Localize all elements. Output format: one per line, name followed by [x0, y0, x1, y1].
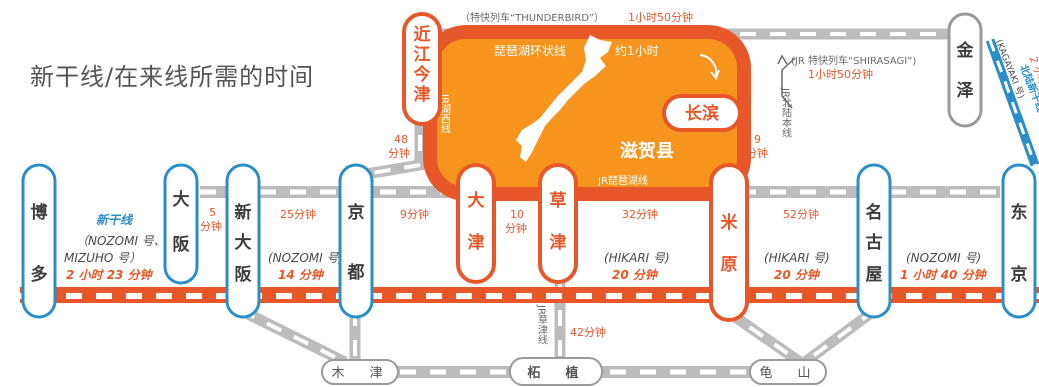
station-nagoya[interactable]: 名 古 屋 [856, 163, 892, 319]
station-omi-imazu-char-1: 近 [414, 24, 431, 45]
nagoya-tokyo-time: 1 小时 40 分钟 [900, 268, 988, 282]
hakata-segment-time: 2 小时 23 分钟 [66, 268, 154, 282]
osaka-time-2: 分钟 [200, 219, 222, 233]
lake-biwa-shape [516, 35, 612, 162]
loop-time-label: 约1小时 [615, 43, 659, 58]
station-otsu-char-2: 津 [468, 232, 485, 253]
hokuriku-line-label: JR北陆本线 [780, 87, 792, 138]
shirasagi-time: 1小时50分钟 [808, 67, 873, 81]
station-omi-imazu[interactable]: 近 江 今 津 [402, 12, 442, 126]
station-shin-osaka-char-2: 大 [235, 232, 252, 253]
station-nagoya-char-1: 名 [866, 202, 883, 223]
maibara-nagoya-time: 52分钟 [783, 207, 819, 221]
nagahama-maibara-time-1: 9 [754, 133, 761, 146]
shirasagi-name: (JR 特快列车“SHIRASAGI”) [791, 54, 916, 67]
kusatsu-maibara-time: 32分钟 [622, 207, 658, 221]
maibara-nagoya-shinkansen-time: 20 分钟 [774, 268, 821, 282]
maibara-nagoya-train: (HIKARI 号) [764, 251, 830, 265]
kyoto-otsu-time: 9分钟 [400, 207, 429, 221]
station-kameyama-label: 龟 山 [759, 366, 816, 381]
imazu-kyoto-time-1: 48 [394, 133, 408, 146]
station-kanazawa-char-1: 金 [956, 40, 975, 61]
station-omi-imazu-char-2: 江 [414, 45, 431, 65]
shinosaka-kyoto-time: 14 分钟 [278, 268, 325, 282]
station-kyoto[interactable]: 京 都 [338, 163, 374, 319]
kyoto-maibara-time: 20 分钟 [612, 268, 659, 282]
region-label: 滋贺县 [620, 140, 674, 162]
station-osaka-char-1: 大 [173, 189, 190, 210]
kusatsu-line-label: JR草津线 [536, 304, 548, 345]
station-nagoya-char-2: 古 [866, 232, 883, 253]
kusatsu-tsuge-time: 42分钟 [570, 325, 606, 339]
station-maibara[interactable]: 米 原 [709, 163, 749, 322]
station-otsu-char-1: 大 [468, 190, 485, 211]
station-osaka-char-2: 阪 [173, 235, 190, 255]
station-shin-osaka-char-1: 新 [235, 202, 252, 223]
station-nagahama-label: 长滨 [685, 103, 719, 124]
station-kyoto-char-1: 京 [348, 202, 365, 223]
thunderbird-time: 1小时50分钟 [628, 10, 693, 24]
station-hakata-char-2: 多 [31, 264, 48, 285]
station-tsuge-label: 柘 植 [526, 365, 584, 381]
nagahama-maibara-time-2: 分钟 [746, 146, 768, 160]
station-omi-imazu-char-3: 今 [414, 64, 431, 85]
osaka-time-1: 5 [209, 206, 216, 219]
station-shin-osaka-char-3: 阪 [235, 265, 252, 285]
station-shin-osaka[interactable]: 新 大 阪 [225, 163, 261, 319]
station-tokyo[interactable]: 东 京 [1001, 163, 1037, 319]
nagoya-tokyo-train: (NOZOMI 号) [906, 251, 981, 265]
station-omi-imazu-char-4: 津 [414, 84, 431, 105]
hakata-segment-name: 新干线 [96, 213, 134, 227]
station-tokyo-char-1: 东 [1011, 202, 1028, 223]
otsu-kusatsu-time-1: 10 [510, 208, 524, 221]
station-tsuge[interactable]: 柘 植 [509, 357, 603, 386]
station-kyoto-char-2: 都 [347, 262, 365, 283]
station-maibara-char-1: 米 [721, 212, 739, 233]
station-kameyama[interactable]: 龟 山 [749, 359, 827, 385]
biwako-line-label: JR琵琶湖线 [597, 174, 648, 187]
shinosaka-kyoto-local: 25分钟 [280, 207, 316, 221]
station-kusatsu-char-1: 草 [550, 191, 567, 211]
station-nagoya-char-3: 屋 [866, 265, 883, 285]
loop-line-label: 琵琶湖环状线 [494, 43, 566, 58]
lake-biwa-loop: 琵琶湖环状线 约1小时 滋贺县 JR琵琶湖线 JR湖西线 [423, 25, 751, 201]
station-nagahama[interactable]: 长滨 [662, 94, 742, 132]
hakata-segment-trains-1: （NOZOMI 号、 [76, 234, 166, 248]
station-kanazawa-char-2: 泽 [957, 81, 974, 101]
station-osaka[interactable]: 大 阪 [163, 163, 199, 285]
station-kusatsu-char-2: 津 [550, 232, 567, 253]
station-kizu-label: 木 津 [331, 366, 388, 381]
station-kanazawa[interactable]: 金 泽 [947, 12, 983, 128]
station-kusatsu[interactable]: 草 津 [538, 163, 578, 284]
station-otsu[interactable]: 大 津 [456, 163, 496, 284]
station-hakata-char-1: 博 [31, 202, 48, 223]
thunderbird-name: （特快列车“THUNDERBIRD”） [460, 11, 604, 24]
shirasagi-arrow [781, 57, 796, 109]
page-title: 新干线/在来线所需的时间 [30, 63, 314, 91]
tokaido-sanyo-shinkansen-line [20, 287, 1039, 303]
hakata-segment-trains-2: MIZUHO 号） [64, 251, 141, 265]
kyoto-maibara-train: (HIKARI 号) [604, 251, 670, 265]
imazu-kyoto-time-2: 分钟 [388, 146, 410, 160]
station-tokyo-char-2: 京 [1011, 264, 1028, 285]
station-hakata[interactable]: 博 多 [21, 163, 57, 319]
otsu-kusatsu-time-2: 分钟 [505, 221, 527, 235]
station-maibara-char-2: 原 [721, 255, 738, 275]
station-kizu[interactable]: 木 津 [321, 359, 399, 385]
shinosaka-kyoto-train: (NOZOMI 号) [268, 251, 343, 265]
